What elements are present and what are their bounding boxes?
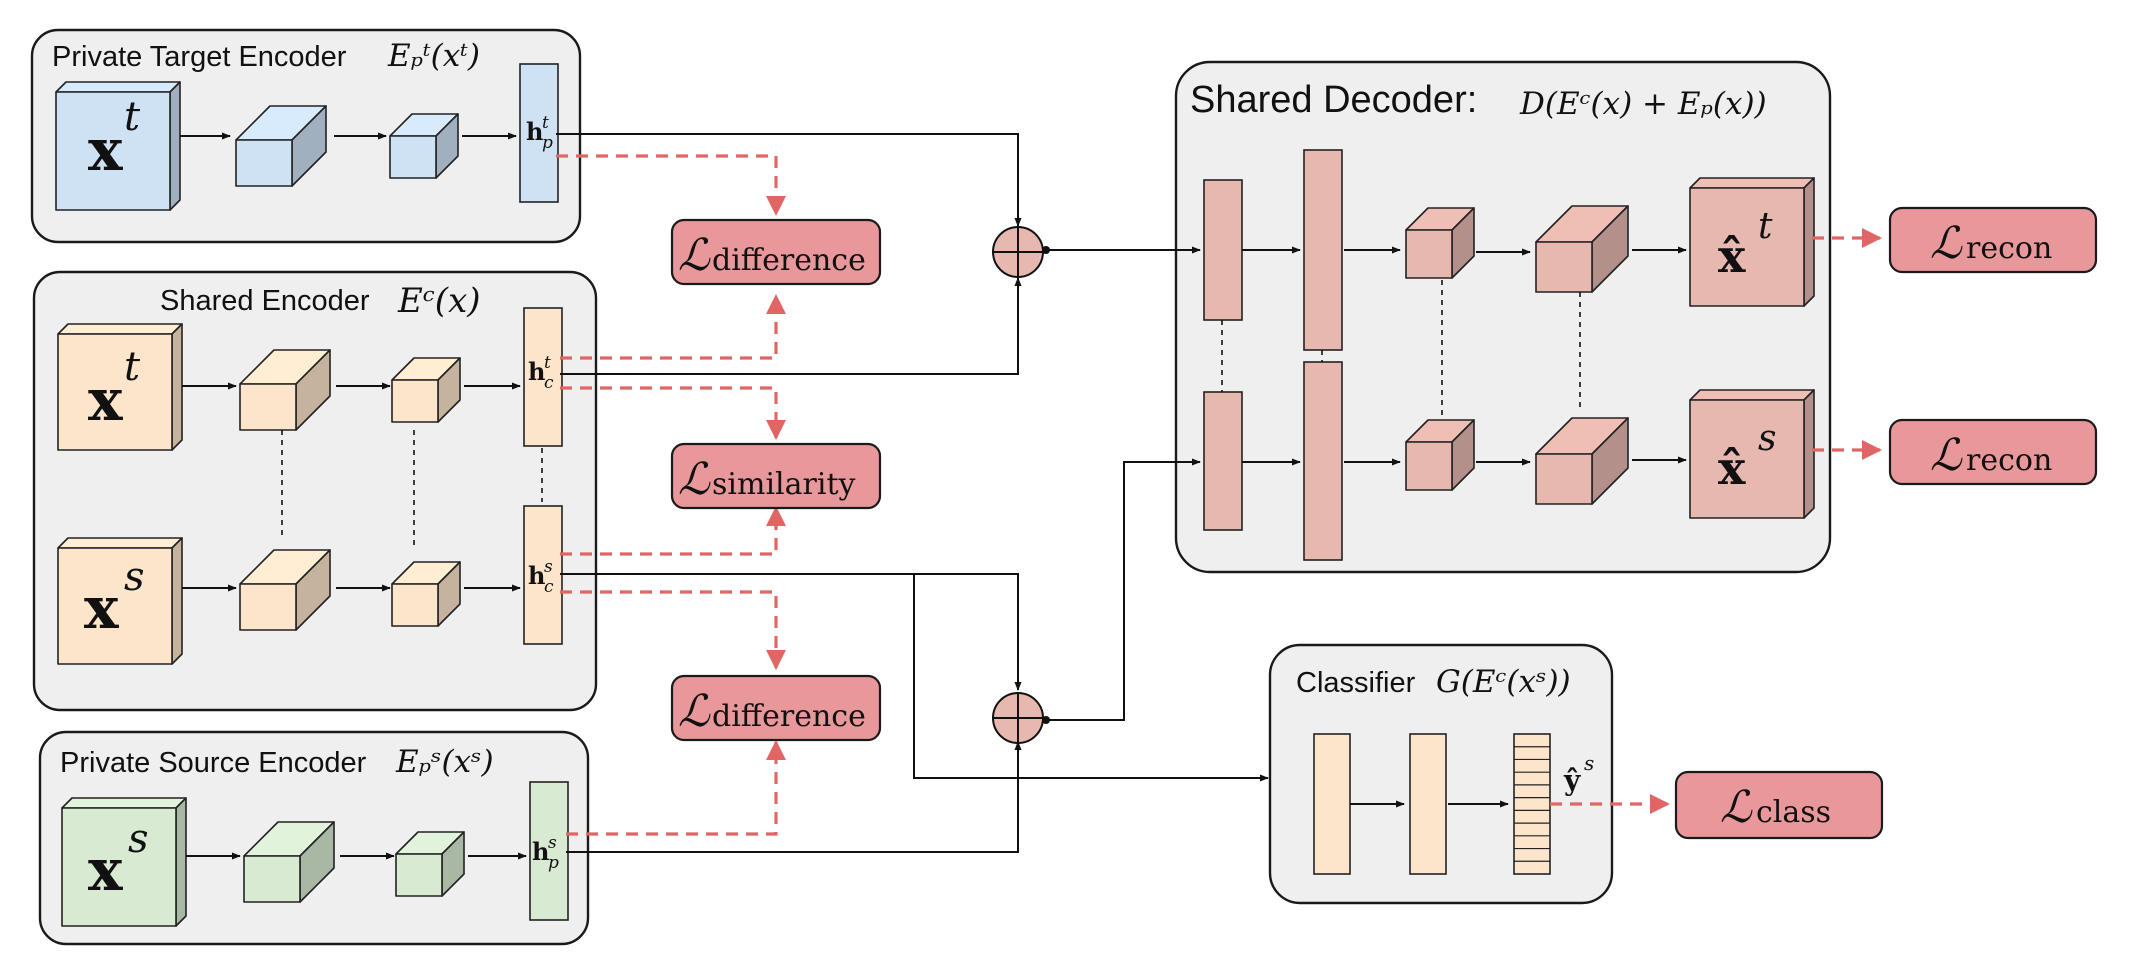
- svg-text:difference: difference: [712, 699, 866, 734]
- shared-decoder-formula: D(Eᶜ(x) + Eₚ(x)): [1519, 86, 1767, 122]
- svg-text:recon: recon: [1966, 231, 2052, 266]
- decoder-cube-s1: [1405, 419, 1475, 491]
- conv-cube-shared-t1: [239, 349, 331, 431]
- svg-text:x: x: [88, 116, 123, 184]
- decoder-cube-s2: [1535, 417, 1629, 505]
- input-cube-target-private: [55, 81, 181, 211]
- svg-text:x̂: x̂: [1718, 441, 1746, 495]
- reconstruction-target-label: x̂ t: [1718, 206, 1773, 283]
- loss-class: ℒ class: [1674, 770, 1884, 840]
- input-cube-source-shared: [57, 537, 183, 665]
- svg-text:t: t: [544, 353, 551, 373]
- loss-similarity: ℒ similarity: [670, 442, 882, 510]
- svg-text:x̂: x̂: [1718, 229, 1746, 283]
- input-target-label-top: x t: [88, 94, 141, 184]
- decoder-cube-t1: [1405, 207, 1475, 279]
- sum-node-bottom: [992, 692, 1050, 744]
- conv-cube-target-2: [389, 113, 459, 179]
- conv-cube-source-1: [243, 821, 335, 903]
- private-source-encoder-title: Private Source Encoder: [60, 747, 367, 779]
- private-source-encoder-formula: Eₚˢ(xˢ): [395, 744, 494, 780]
- svg-text:t: t: [1758, 206, 1773, 247]
- svg-text:x: x: [88, 836, 123, 904]
- code-bar-hpt: [519, 63, 559, 203]
- classifier-formula: G(Eᶜ(xˢ)): [1436, 664, 1571, 700]
- conv-cube-shared-s1: [239, 549, 331, 631]
- classifier-output-bar: [1513, 733, 1551, 875]
- loss-difference-bottom: ℒ difference: [670, 674, 882, 742]
- svg-text:recon: recon: [1966, 443, 2052, 478]
- svg-text:s: s: [128, 816, 149, 862]
- private-target-encoder-title: Private Target Encoder: [52, 41, 347, 73]
- svg-text:p: p: [542, 133, 553, 153]
- forward-connections: [180, 132, 1687, 860]
- svg-text:ℒ: ℒ: [678, 230, 711, 281]
- decoder-bar-s1: [1203, 391, 1243, 531]
- svg-text:class: class: [1756, 795, 1831, 830]
- svg-text:x: x: [84, 574, 119, 642]
- decoder-bar-s2: [1303, 361, 1343, 561]
- svg-text:ℒ: ℒ: [1930, 218, 1963, 269]
- svg-text:s: s: [1584, 751, 1594, 775]
- shared-encoder-formula: Eᶜ(x): [397, 281, 481, 321]
- svg-text:s: s: [544, 557, 553, 577]
- decoder-bar-t1: [1203, 179, 1243, 321]
- svg-text:t: t: [124, 344, 141, 390]
- svg-text:similarity: similarity: [712, 467, 856, 502]
- input-source-label-private: x s: [88, 816, 149, 904]
- shared-weight-links: [281, 280, 1581, 548]
- svg-text:ℒ: ℒ: [678, 454, 711, 505]
- code-bar-hct: [523, 307, 563, 447]
- svg-text:s: s: [548, 833, 557, 853]
- conv-cube-shared-t2: [391, 357, 461, 423]
- reconstruction-cube-target: [1689, 177, 1815, 307]
- svg-text:t: t: [542, 113, 549, 133]
- classifier-bar-2: [1409, 733, 1447, 875]
- svg-text:x: x: [88, 366, 123, 434]
- decoder-bar-t2: [1303, 149, 1343, 351]
- input-target-label-shared: x t: [88, 344, 141, 434]
- svg-text:t: t: [124, 94, 141, 140]
- reconstruction-source-label: x̂ s: [1718, 418, 1776, 495]
- code-label-hct: h t c: [528, 353, 554, 393]
- svg-text:h: h: [528, 561, 545, 590]
- svg-text:s: s: [1758, 418, 1776, 459]
- svg-text:ℒ: ℒ: [678, 686, 711, 737]
- code-label-hps: h s p: [532, 833, 559, 873]
- network-layers: [55, 63, 1815, 927]
- conv-cube-source-2: [395, 831, 465, 897]
- shared-decoder-title: Shared Decoder:: [1190, 79, 1477, 121]
- private-target-encoder-formula: Eₚᵗ(xᵗ): [387, 38, 480, 74]
- input-cube-target-shared: [57, 323, 183, 451]
- svg-text:c: c: [544, 373, 554, 393]
- svg-text:ℒ: ℒ: [1930, 430, 1963, 481]
- svg-text:h: h: [528, 357, 545, 386]
- svg-text:ŷ: ŷ: [1563, 764, 1581, 797]
- code-label-hpt: h t p: [526, 113, 553, 153]
- classifier-bar-1: [1313, 733, 1351, 875]
- input-cube-source-private: [61, 797, 187, 927]
- sum-node-top: [992, 226, 1050, 278]
- decoder-cube-t2: [1535, 205, 1629, 293]
- reconstruction-cube-source: [1689, 389, 1815, 519]
- shared-encoder-title: Shared Encoder: [160, 285, 370, 317]
- input-source-label-shared: x s: [84, 554, 145, 642]
- code-label-hcs: h s c: [528, 557, 554, 597]
- classifier-title: Classifier: [1296, 667, 1416, 699]
- svg-text:difference: difference: [712, 243, 866, 278]
- loss-connections: [556, 154, 1882, 836]
- svg-text:c: c: [544, 577, 554, 597]
- svg-text:ℒ: ℒ: [1720, 782, 1753, 833]
- svg-text:p: p: [548, 853, 559, 873]
- conv-cube-shared-s2: [391, 561, 461, 627]
- svg-text:h: h: [526, 117, 543, 146]
- conv-cube-target-1: [235, 105, 327, 187]
- svg-text:h: h: [532, 837, 549, 866]
- class-prediction-label: ŷ s: [1563, 751, 1594, 797]
- loss-difference-top: ℒ difference: [670, 218, 882, 286]
- loss-recon-target: ℒ recon: [1888, 206, 2098, 274]
- svg-text:s: s: [124, 554, 145, 600]
- loss-recon-source: ℒ recon: [1888, 418, 2098, 486]
